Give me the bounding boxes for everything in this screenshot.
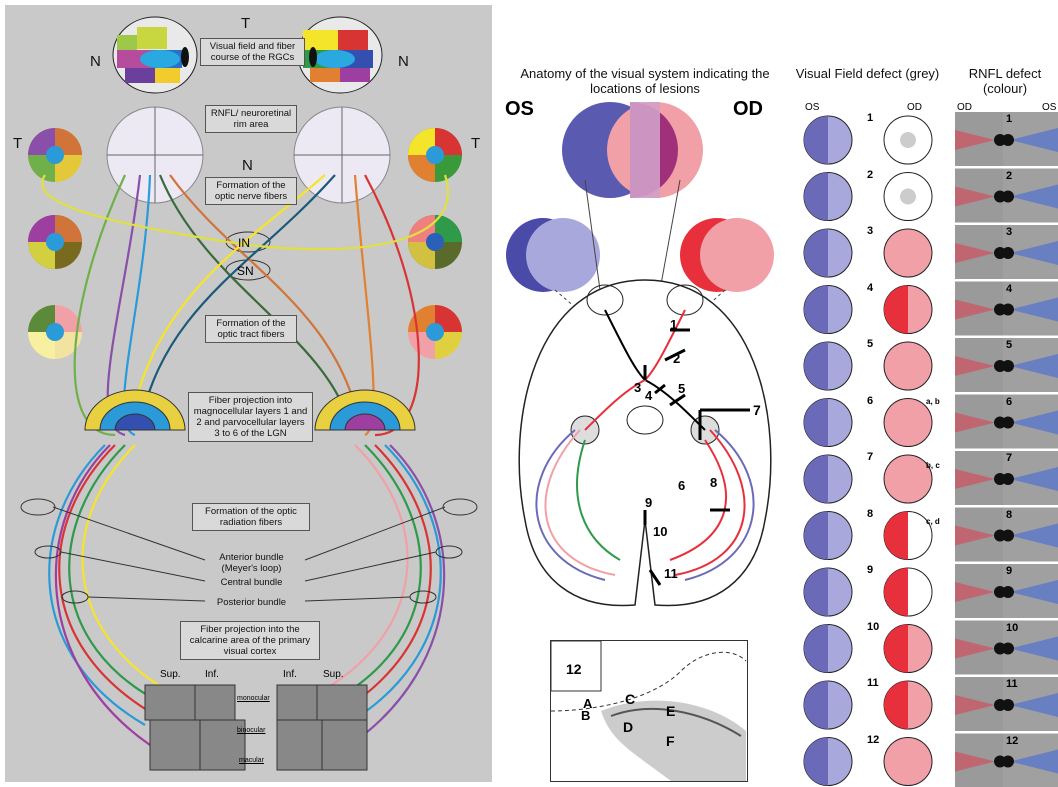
cortex-sup-left: Sup. [160, 669, 181, 680]
note-r8: c, d [926, 517, 940, 526]
vf-od-12 [884, 738, 932, 786]
cortex-inf-right: Inf. [283, 669, 297, 680]
vf-od-3 [884, 229, 932, 277]
central-bundle-label: Central bundle [210, 575, 293, 590]
defects-drawing [795, 0, 1058, 787]
rnfl-row-number: 3 [1006, 226, 1012, 238]
temporal-right-label: T [471, 135, 480, 152]
rnfl-row-number: 12 [1006, 735, 1018, 747]
lgn-label: Fiber projection into magnocellular laye… [188, 392, 313, 442]
rnfl-row-number: 6 [1006, 396, 1012, 408]
region-b: B [581, 708, 590, 723]
vf-row-number: 1 [867, 112, 873, 124]
cortex-sup-right: Sup. [323, 669, 344, 680]
lesion-4: 4 [645, 388, 652, 403]
in-label: IN [238, 236, 250, 250]
cortex-inf-left: Inf. [205, 669, 219, 680]
vf-row-number: 8 [867, 508, 873, 520]
vf-row-number: 5 [867, 338, 873, 350]
right-eye-visual-field [298, 17, 382, 93]
lesion-9: 9 [645, 495, 652, 510]
note-r7: b, c [926, 461, 940, 470]
region-12: 12 [566, 661, 582, 677]
calcarine-inset: 12 A B C D E F [550, 640, 748, 782]
note-r6: a, b [926, 397, 940, 406]
vf-od-5 [884, 342, 932, 390]
rnfl-row-number: 1 [1006, 113, 1012, 125]
defects-panel: Visual Field defect (grey) RNFL defect (… [795, 0, 1058, 787]
lesion-11: 11 [664, 566, 678, 581]
vf-row-number: 11 [867, 677, 879, 689]
anterior-bundle-label: Anterior bundle (Meyer's loop) [205, 550, 298, 576]
visual-field-label: Visual field and fiber course of the RGC… [200, 38, 305, 66]
vf-od-7 [884, 455, 932, 503]
sn-label: SN [237, 264, 254, 278]
region-c: C [625, 691, 635, 707]
lesion-1: 1 [670, 317, 677, 332]
temporal-left-label: T [13, 135, 22, 152]
vf-row-number: 4 [867, 282, 873, 294]
rnfl-row-number: 5 [1006, 339, 1012, 351]
rnfl-row-number: 4 [1006, 283, 1012, 295]
vf-row-number: 3 [867, 225, 873, 237]
left-eye-visual-field [113, 17, 197, 93]
anatomy-panel: Anatomy of the visual system indicating … [495, 0, 795, 787]
monocular-label: monocular [237, 695, 270, 702]
lesion-7: 7 [753, 402, 761, 418]
right-lgn [315, 390, 415, 430]
left-pie-1 [28, 128, 82, 182]
nasal-right-label: N [398, 53, 409, 70]
temporal-top-label: T [241, 15, 250, 32]
vf-row-number: 7 [867, 451, 873, 463]
right-pie-2 [408, 215, 462, 269]
lesion-8: 8 [710, 475, 717, 490]
vf-row-number: 9 [867, 564, 873, 576]
region-d: D [623, 719, 633, 735]
rnfl-label: RNFL/ neuroretinal rim area [205, 105, 297, 133]
left-pie-3 [28, 305, 82, 359]
left-lgn [85, 390, 185, 430]
rnfl-row-number: 10 [1006, 622, 1018, 634]
macular-label: macular [239, 757, 264, 764]
lesion-3: 3 [634, 380, 641, 395]
right-pie-1 [408, 128, 462, 182]
lesion-6: 6 [678, 478, 685, 493]
rnfl-row-number: 8 [1006, 509, 1012, 521]
vf-row-number: 6 [867, 395, 873, 407]
mid-nasal-label: N [242, 157, 253, 174]
vf-row-number: 10 [867, 621, 879, 633]
optic-nerve-label: Formation of the optic nerve fibers [205, 177, 297, 205]
lesion-5: 5 [678, 381, 685, 396]
optic-radiation-label: Formation of the optic radiation fibers [192, 503, 310, 531]
posterior-bundle-label: Posterior bundle [205, 595, 298, 610]
rnfl-row-number: 9 [1006, 565, 1012, 577]
binocular-label: binocular [237, 727, 265, 734]
region-e: E [666, 703, 675, 719]
vf-row-number: 12 [867, 734, 879, 746]
optic-tract-label: Formation of the optic tract fibers [205, 315, 297, 343]
vf-od-6 [884, 399, 932, 447]
region-f: F [666, 733, 675, 749]
lesion-2: 2 [673, 351, 680, 366]
rnfl-row-number: 2 [1006, 170, 1012, 182]
vf-row-number: 2 [867, 169, 873, 181]
nasal-left-label: N [90, 53, 101, 70]
rnfl-row-number: 7 [1006, 452, 1012, 464]
left-pie-2 [28, 215, 82, 269]
rnfl-row-number: 11 [1006, 678, 1018, 690]
lesion-10: 10 [653, 524, 667, 539]
right-pie-3 [408, 305, 462, 359]
calcarine-label: Fiber projection into the calcarine area… [180, 621, 320, 660]
fiber-course-panel: T N N T T N IN SN Visual field and fiber… [5, 5, 492, 782]
